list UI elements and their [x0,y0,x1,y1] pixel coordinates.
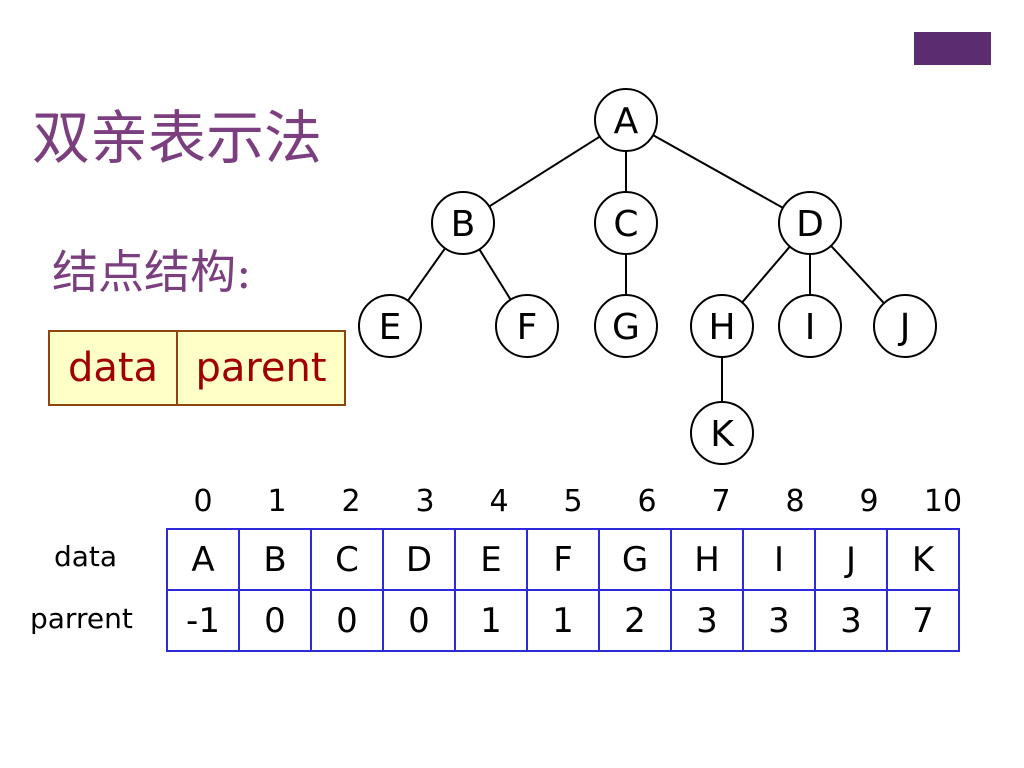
parent-cell: 3 [742,589,816,652]
parent-cell: 1 [454,589,528,652]
edge-B-F [478,248,512,301]
node-E-label: E [379,307,402,348]
index-label: 9 [859,484,879,519]
node-B-label: B [451,204,476,245]
node-H-circle [690,294,754,358]
edge-D-J [830,245,885,304]
parent-cell: 3 [670,589,744,652]
data-cell: G [598,528,672,591]
data-cell: B [238,528,312,591]
struct-field-parent: parent [195,345,327,391]
edge-A-B [488,135,601,208]
edge-D-H [741,245,791,304]
index-label: 2 [341,484,361,519]
edge-A-D [652,134,784,209]
node-G-label: G [612,307,640,348]
node-F-label: F [517,307,538,348]
node-D-circle [778,191,842,255]
data-cell: F [526,528,600,591]
parent-cell: 0 [310,589,384,652]
node-H-label: H [708,307,735,348]
index-label: 6 [637,484,657,519]
node-I-label: I [805,307,816,348]
index-label: 10 [923,484,963,519]
slide-title: 双亲表示法 [32,104,323,172]
parent-cell: -1 [166,589,240,652]
parent-cell: 2 [598,589,672,652]
edge-B-E [407,247,446,302]
node-D-label: D [796,204,824,245]
parent-cell: 7 [886,589,960,652]
node-structure-box: data parent [48,330,346,406]
row-label-data: data [54,540,118,573]
node-C-circle [594,191,658,255]
node-C-label: C [613,204,638,245]
row-label-parent: parrent [30,602,133,635]
node-B-circle [431,191,495,255]
struct-field-data: data [50,332,178,404]
node-J-circle [873,294,937,358]
node-I-circle [778,294,842,358]
index-label: 1 [267,484,287,519]
data-cell: J [814,528,888,591]
node-A-circle [594,88,658,152]
node-structure-label: 结点结构: [52,245,252,299]
parent-cell: 3 [814,589,888,652]
parent-cell: 0 [238,589,312,652]
data-cell: C [310,528,384,591]
index-label: 5 [563,484,583,519]
parent-cell: 1 [526,589,600,652]
data-cell: E [454,528,528,591]
corner-decoration [914,32,991,65]
node-F-circle [495,294,559,358]
data-cell: I [742,528,816,591]
node-J-label: J [898,307,911,348]
data-cell: A [166,528,240,591]
data-cell: D [382,528,456,591]
index-label: 0 [193,484,213,519]
data-cell: H [670,528,744,591]
node-K-label: K [710,414,735,455]
node-K-circle [690,401,754,465]
index-label: 7 [711,484,731,519]
node-A-label: A [614,101,639,142]
index-label: 3 [415,484,435,519]
index-label: 4 [489,484,509,519]
index-label: 8 [785,484,805,519]
node-G-circle [594,294,658,358]
node-E-circle [358,294,422,358]
data-cell: K [886,528,960,591]
parent-cell: 0 [382,589,456,652]
